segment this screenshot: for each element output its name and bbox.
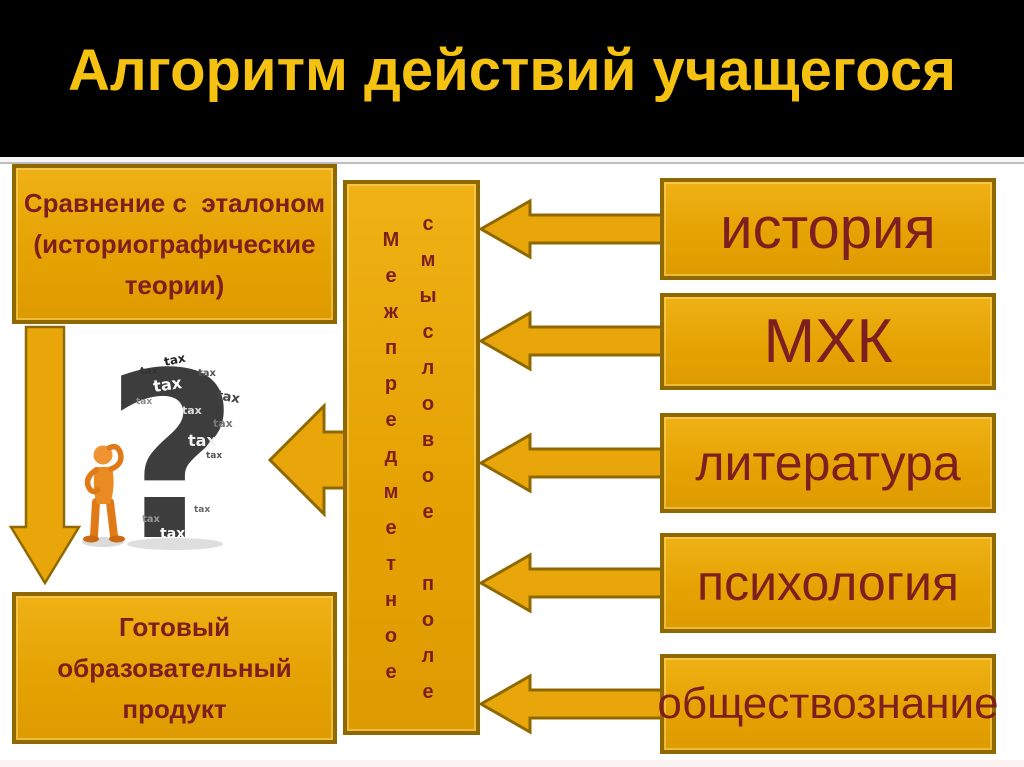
comparison-line-1: Сравнение с эталоном <box>23 187 326 218</box>
subject-label: психология <box>697 555 959 611</box>
arrow-history-to-field-icon <box>477 198 672 260</box>
arrow-literature-to-field-icon <box>477 432 672 494</box>
product-line-3: продукт <box>122 693 227 724</box>
question-shadow <box>127 538 223 550</box>
arrow-comparison-to-product-icon <box>8 325 82 586</box>
tax-word: tax <box>160 526 185 542</box>
tax-word: tax <box>162 478 189 496</box>
product-line-1: Готовый <box>118 611 231 642</box>
question-mark-glyph: ? <box>105 325 238 592</box>
subject-box-psychology: психология <box>660 533 996 633</box>
slide-header: Алгоритм действий учащегося <box>0 0 1024 157</box>
comparison-line-3: теории) <box>124 269 225 300</box>
tax-word: tax <box>213 417 233 430</box>
tax-word: tax <box>182 404 202 417</box>
thinking-figure-icon <box>83 443 125 543</box>
tax-word: tax <box>136 397 152 407</box>
interdisciplinary-field-bar <box>343 180 480 735</box>
product-box: Готовый образовательный продукт <box>12 592 337 744</box>
arrow-mhk-to-field-icon <box>477 310 672 372</box>
arrow-psychology-to-field-icon <box>477 552 672 614</box>
tax-word: tax <box>188 431 217 450</box>
subject-label: литература <box>695 435 961 491</box>
tax-word: tax <box>152 373 184 396</box>
arrow-field-to-question-icon <box>267 402 350 518</box>
question-illustration: ? tax tax tax tax tax tax tax tax tax ta… <box>70 325 270 592</box>
product-line-2: образовательный <box>57 652 292 683</box>
tax-word: tax <box>142 514 161 525</box>
tax-word: tax <box>206 451 222 461</box>
field-word-semantic-field: с м ы с л о в о е п о л е <box>419 213 437 703</box>
subject-box-literature: литература <box>660 413 996 513</box>
tax-word: tax <box>163 351 187 369</box>
tax-word: tax <box>140 366 159 377</box>
bottom-strip <box>0 760 1024 767</box>
tax-word: tax <box>198 368 217 379</box>
arrow-social-to-field-icon <box>477 673 672 735</box>
tax-word: tax <box>194 505 210 515</box>
field-word-interdisciplinary: М е ж п р е д м е т н о е <box>382 229 400 683</box>
subject-label: история <box>720 196 936 261</box>
subject-box-history: история <box>660 178 996 280</box>
header-divider <box>0 157 1024 164</box>
subject-box-mhk: МХК <box>660 293 996 390</box>
comparison-line-2: (историографические <box>33 228 316 259</box>
comparison-box: Сравнение с эталоном (историографические… <box>12 164 337 324</box>
question-wordcloud-icon: ? tax tax tax tax tax tax tax tax tax ta… <box>82 325 242 592</box>
slide-title: Алгоритм действий учащегося <box>67 38 957 103</box>
subject-label: обществознание <box>657 679 999 728</box>
tax-word: tax <box>215 388 241 407</box>
subject-box-social-science: обществознание <box>657 654 999 754</box>
subject-label: МХК <box>763 306 893 376</box>
